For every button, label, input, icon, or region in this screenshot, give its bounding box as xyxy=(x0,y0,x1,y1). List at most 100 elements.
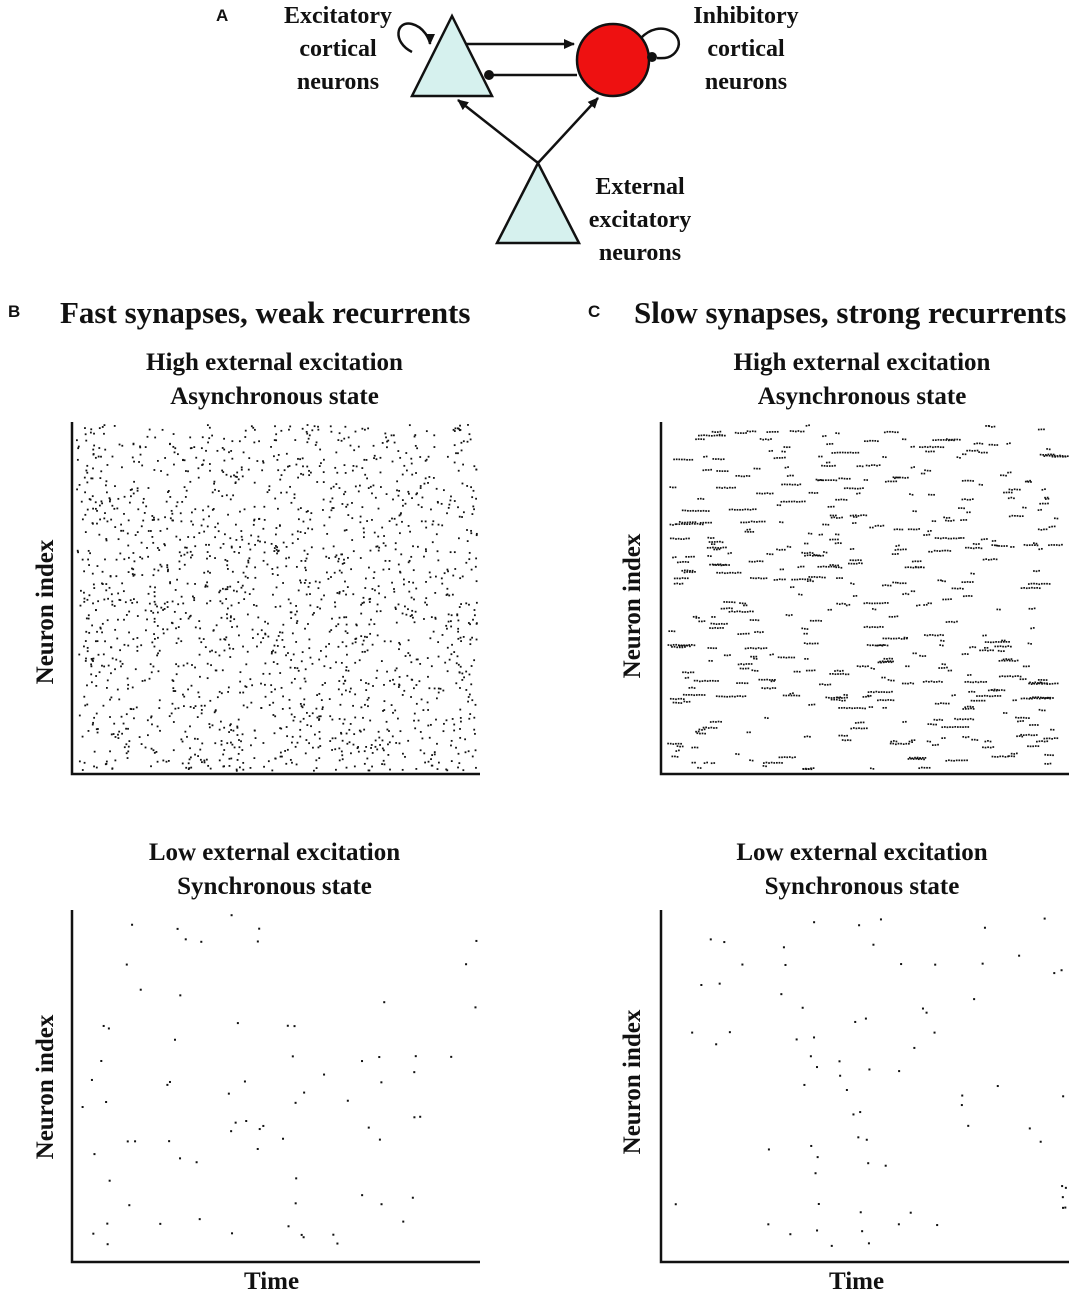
spike-mark xyxy=(689,671,692,674)
spike-mark xyxy=(969,705,972,708)
spike-mark xyxy=(106,1243,109,1246)
spike-mark xyxy=(829,514,832,517)
spike-mark xyxy=(741,602,744,605)
spike-mark xyxy=(200,709,203,711)
spike-mark xyxy=(458,515,461,518)
spike-mark xyxy=(960,507,963,509)
spike-mark xyxy=(1043,917,1046,920)
spike-mark xyxy=(161,428,164,431)
spike-mark xyxy=(682,560,684,563)
spike-mark xyxy=(818,533,821,536)
spike-mark xyxy=(440,502,443,505)
spike-mark xyxy=(425,550,427,553)
spike-mark xyxy=(702,509,705,512)
panel-c-bottom-plot-title: Low external excitation Synchronous stat… xyxy=(660,836,1064,904)
spike-mark xyxy=(1001,639,1003,642)
spike-mark xyxy=(950,759,953,762)
spike-mark xyxy=(936,634,939,637)
spike-mark xyxy=(288,428,290,431)
spike-mark xyxy=(759,438,762,440)
spike-mark xyxy=(836,517,838,519)
spike-mark xyxy=(696,679,699,682)
spike-mark xyxy=(689,645,691,648)
spike-mark xyxy=(1010,496,1013,499)
spike-mark xyxy=(399,513,402,516)
spike-mark xyxy=(1055,544,1058,546)
spike-mark xyxy=(856,665,859,667)
spike-mark xyxy=(1040,529,1043,531)
spike-mark xyxy=(999,695,1002,697)
excitatory-cortical-triangle xyxy=(409,13,495,98)
spike-mark xyxy=(99,518,102,521)
spike-mark xyxy=(828,696,830,699)
spike-mark xyxy=(691,746,694,749)
panel-a-letter: A xyxy=(216,6,229,25)
spike-mark xyxy=(745,432,747,434)
spike-mark xyxy=(441,582,444,585)
spike-mark xyxy=(1022,720,1024,722)
spike-mark xyxy=(937,537,940,539)
spike-mark xyxy=(242,704,245,707)
spike-mark xyxy=(1044,496,1046,499)
spike-mark xyxy=(959,718,962,720)
spike-mark xyxy=(980,451,983,454)
spike-mark xyxy=(209,599,212,602)
spike-mark xyxy=(279,672,282,674)
spike-mark xyxy=(938,667,941,669)
spike-mark xyxy=(230,546,233,549)
spike-mark xyxy=(152,665,155,668)
spike-mark xyxy=(368,623,371,626)
spike-mark xyxy=(475,532,478,535)
spike-mark xyxy=(307,437,310,440)
spike-mark xyxy=(684,677,687,679)
spike-mark xyxy=(162,759,165,762)
spike-mark xyxy=(348,728,351,731)
spike-mark xyxy=(768,762,770,764)
spike-mark xyxy=(84,704,87,707)
spike-mark xyxy=(816,1229,819,1232)
spike-mark xyxy=(469,713,472,715)
spike-mark xyxy=(454,427,457,430)
spike-mark xyxy=(1050,544,1053,546)
spike-mark xyxy=(991,695,994,698)
spike-mark xyxy=(317,428,320,431)
spike-mark xyxy=(1008,488,1011,491)
spike-mark xyxy=(972,706,974,708)
spike-mark xyxy=(434,617,437,620)
spike-mark xyxy=(698,680,701,683)
spike-mark xyxy=(386,728,389,731)
spike-mark xyxy=(125,752,128,755)
spike-mark xyxy=(801,551,804,554)
spike-mark xyxy=(991,755,994,758)
spike-mark xyxy=(87,617,90,620)
panel-b-top-title-line2: Asynchronous state xyxy=(170,383,379,410)
spike-mark xyxy=(896,431,899,434)
spike-mark xyxy=(964,581,966,584)
spike-mark xyxy=(729,486,731,489)
spike-mark xyxy=(1011,659,1014,662)
spike-mark xyxy=(708,541,711,543)
spike-mark xyxy=(187,617,190,620)
spike-mark xyxy=(973,998,976,1001)
spike-mark xyxy=(338,717,341,720)
spike-mark xyxy=(793,670,796,673)
spike-mark xyxy=(833,696,835,699)
spike-mark xyxy=(677,697,680,700)
spike-mark xyxy=(902,721,905,723)
spike-mark xyxy=(275,439,278,442)
spike-mark xyxy=(223,437,225,440)
spike-mark xyxy=(453,430,456,432)
spike-mark xyxy=(156,654,159,657)
spike-mark xyxy=(306,432,309,435)
spike-mark xyxy=(331,737,334,740)
spike-mark xyxy=(689,569,691,572)
spike-mark xyxy=(316,481,319,483)
spike-mark xyxy=(334,466,337,469)
spike-mark xyxy=(219,600,222,603)
spike-mark xyxy=(878,464,881,466)
spike-mark xyxy=(1036,544,1039,547)
spike-mark xyxy=(669,742,672,745)
spike-mark xyxy=(189,725,191,728)
spike-mark xyxy=(262,460,264,463)
spike-mark xyxy=(230,1130,233,1133)
